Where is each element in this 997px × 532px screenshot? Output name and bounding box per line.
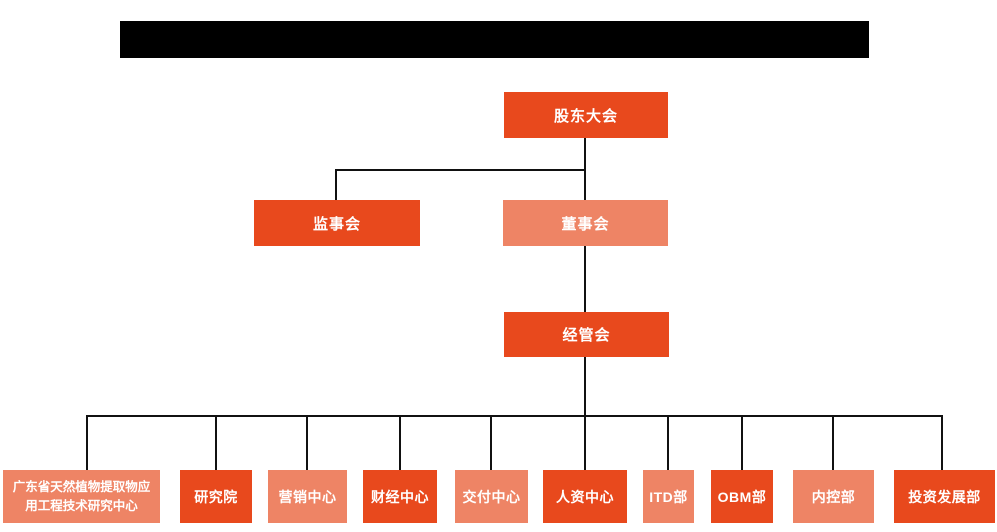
org-node-board-of-directors: 董事会 [503,200,668,246]
org-node-internal-control-department: 内控部 [793,470,874,523]
redacted-title-bar [120,21,869,58]
org-node-label: 监事会 [312,215,361,233]
org-node-supervisory-board: 监事会 [254,200,420,246]
org-node-gd-plant-extract-research-center: 广东省天然植物提取物应用工程技术研究中心 [3,470,160,523]
org-node-label: 董事会 [561,215,610,233]
org-node-label: 股东大会 [553,107,618,125]
connector-line [86,415,943,417]
org-node-label: 营销中心 [278,488,337,505]
connector-line [86,415,88,470]
org-node-label: ITD部 [649,488,688,505]
connector-line [490,415,492,470]
org-node-label: 人资中心 [556,488,614,505]
org-node-shareholders-meeting: 股东大会 [504,92,668,138]
org-node-obm-department: OBM部 [711,470,773,523]
connector-line [399,415,401,470]
org-node-hr-center: 人资中心 [543,470,627,523]
org-node-label: 经管会 [562,327,611,344]
connector-line [584,357,586,416]
org-node-label: 广东省天然植物提取物应用工程技术研究中心 [12,479,151,513]
org-node-label: 交付中心 [462,488,521,505]
connector-line [741,415,743,470]
org-node-marketing-center: 营销中心 [268,470,347,523]
org-node-label: 研究院 [194,488,238,505]
org-node-itd-department: ITD部 [643,470,694,523]
org-node-research-institute: 研究院 [180,470,252,523]
connector-line [832,415,834,470]
org-node-investment-development-department: 投资发展部 [894,470,995,523]
org-node-finance-center: 财经中心 [363,470,437,523]
org-node-label: OBM部 [717,488,767,505]
org-node-management-committee: 经管会 [504,312,669,357]
org-node-label: 财经中心 [371,488,429,505]
connector-line [215,415,217,470]
connector-line [335,169,337,200]
org-node-delivery-center: 交付中心 [455,470,528,523]
connector-line [335,169,586,171]
connector-line [584,137,586,171]
org-node-label: 内控部 [811,488,856,505]
connector-line [584,246,586,312]
connector-line [941,415,943,470]
connector-line [584,169,586,200]
connector-line [667,415,669,470]
connector-line [306,415,308,470]
org-node-label: 投资发展部 [908,488,981,505]
connector-line [584,415,586,470]
